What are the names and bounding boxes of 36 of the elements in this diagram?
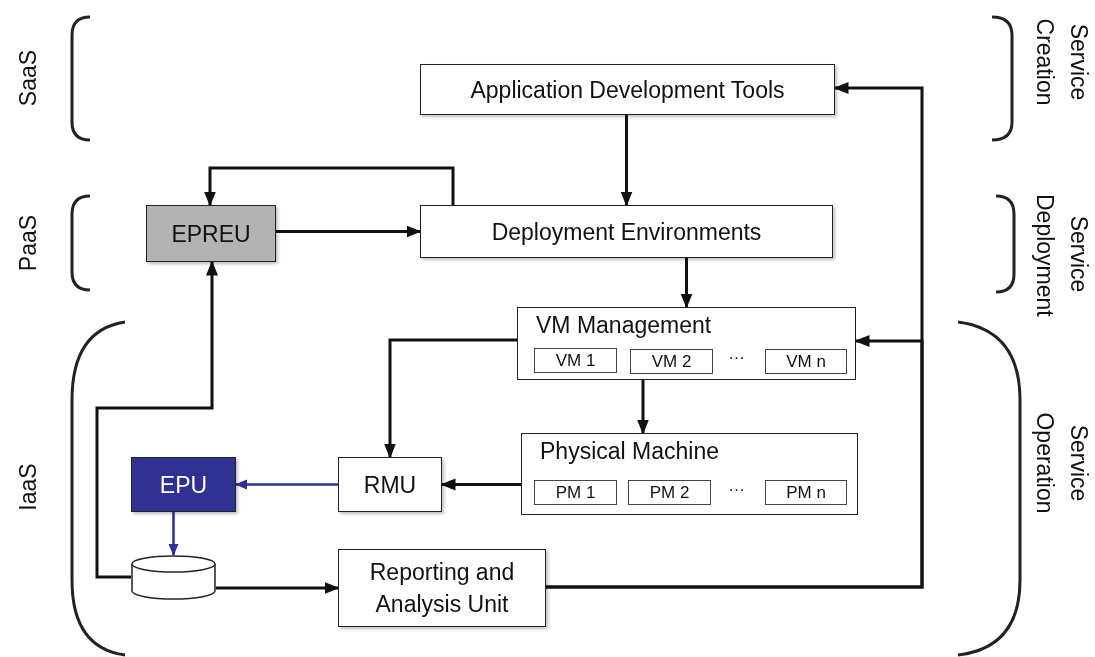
database-cylinder [131,555,216,600]
arrow [95,260,218,579]
arrow [384,338,517,459]
box-heading: VM Management [536,311,712,339]
arrow [620,115,633,207]
layer-label: Service Operation [1031,411,1093,516]
layer-label: SaaS [14,48,42,109]
layer-label: Service Creation [1031,17,1093,108]
box-heading: Physical Machine [540,437,719,465]
arrow [276,225,422,238]
ellipsis-text: … [728,344,745,364]
arrow [234,479,338,490]
arrow [680,258,693,309]
process-box: EPREU [146,205,276,262]
arrow [637,380,649,435]
machine-box: VM 2 [630,349,713,374]
process-box: EPU [131,457,236,512]
arrow [216,582,340,594]
layer-label: PaaS [14,213,42,274]
arrow [168,512,179,557]
container-box [517,307,856,380]
process-box: Application Development Tools [420,64,835,115]
machine-box: VM 1 [534,348,617,373]
machine-box: PM 1 [534,480,617,505]
ellipsis-text: … [728,476,745,496]
arrow [440,478,521,491]
machine-box: PM n [765,480,847,505]
process-box: Deployment Environments [420,205,833,258]
arrow [204,166,455,207]
process-box: Reporting and Analysis Unit [338,549,546,627]
machine-box: PM 2 [628,480,711,505]
layer-label: IaaS [14,462,42,513]
process-box: RMU [338,457,442,512]
machine-box: VM n [765,349,847,374]
container-box [521,433,858,515]
arrow [546,335,924,589]
